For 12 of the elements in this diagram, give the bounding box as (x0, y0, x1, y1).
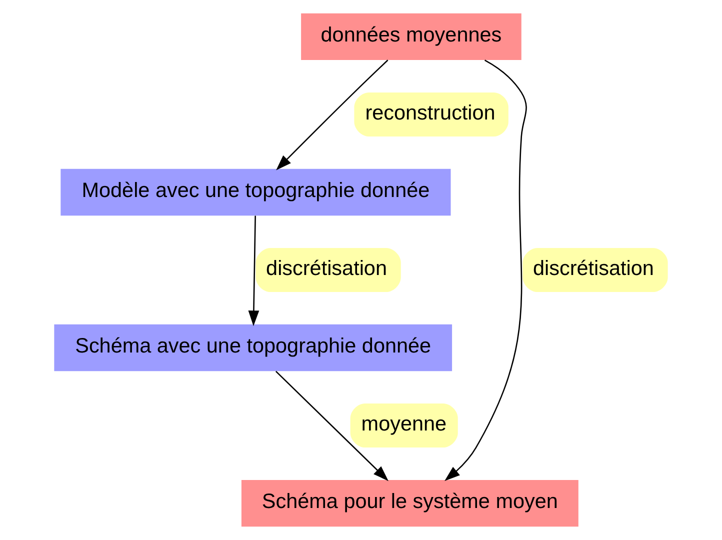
edge-label: reconstruction (365, 101, 496, 124)
arrow (248, 216, 260, 326)
arrow (276, 60, 388, 170)
edge-label: discrétisation (266, 256, 387, 280)
arrow (444, 60, 527, 482)
arrow (275, 370, 388, 482)
node-box: Modèle avec une topographie donnée (60, 168, 451, 216)
node-box: Schéma pour le système moyen (241, 480, 578, 527)
node-box: Schéma avec une topographie donnée (54, 324, 452, 372)
edge-label: moyenne (361, 412, 447, 436)
edge-label: discrétisation (533, 256, 654, 280)
node-box: données moyennes (301, 13, 522, 60)
